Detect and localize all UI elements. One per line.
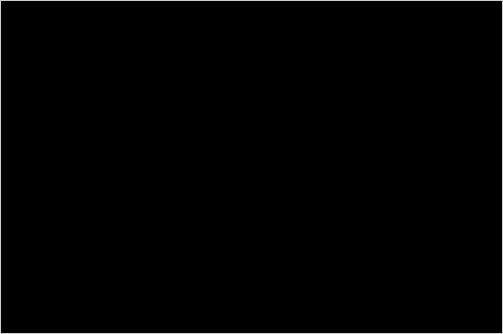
3d-viewport[interactable]: X Y Z: [0, 0, 503, 334]
viewport-frame: [0, 0, 503, 334]
